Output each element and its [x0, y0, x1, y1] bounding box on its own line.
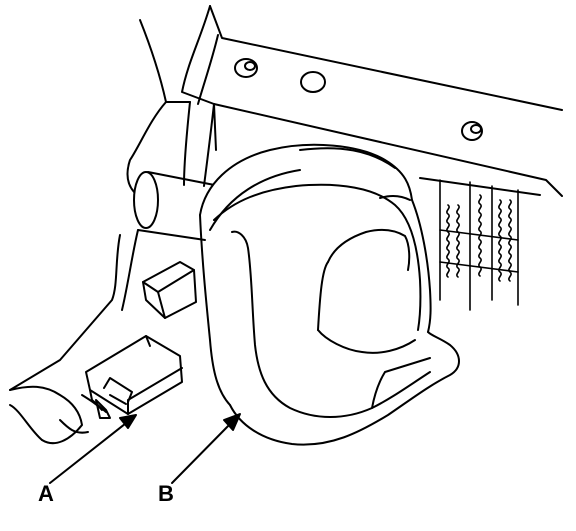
frame-hole — [461, 121, 483, 141]
radiator-fins — [439, 179, 519, 311]
frame-hole — [300, 71, 326, 93]
frame-hole — [234, 58, 258, 78]
callout-label-b: B — [158, 481, 174, 506]
leader-b — [171, 413, 241, 484]
connector — [9, 335, 183, 445]
arrowhead-b — [223, 413, 241, 431]
frame-bracket — [126, 5, 563, 197]
leader-a — [49, 414, 137, 484]
arrowhead-a — [119, 414, 137, 429]
callout-label-a: A — [38, 481, 54, 506]
horn — [199, 143, 460, 446]
bracket-tab — [142, 261, 197, 319]
